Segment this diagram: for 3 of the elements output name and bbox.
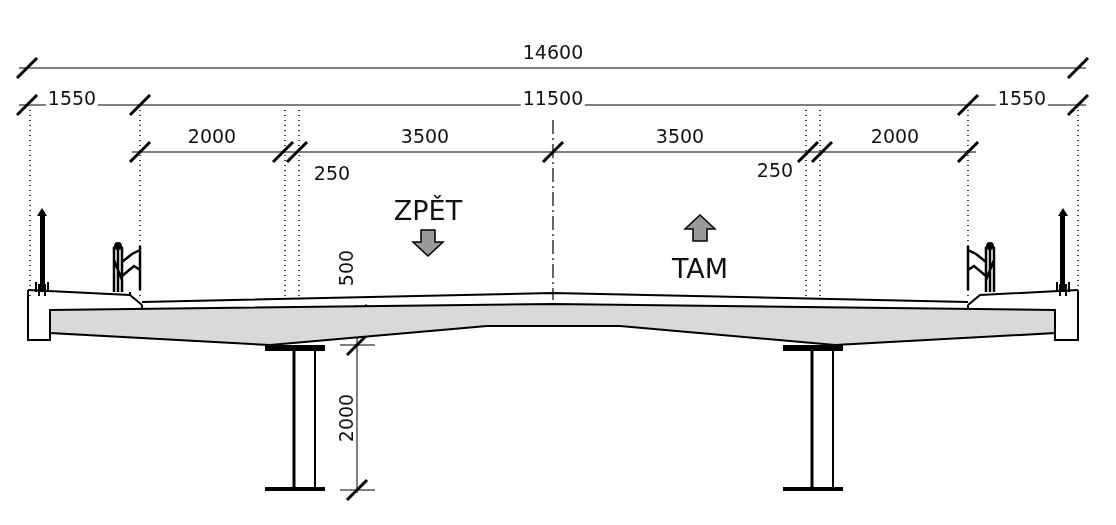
dimension-label: 1550 xyxy=(995,88,1049,108)
dimension-label: 11500 xyxy=(520,88,586,108)
dimension-label: 1550 xyxy=(45,88,99,108)
